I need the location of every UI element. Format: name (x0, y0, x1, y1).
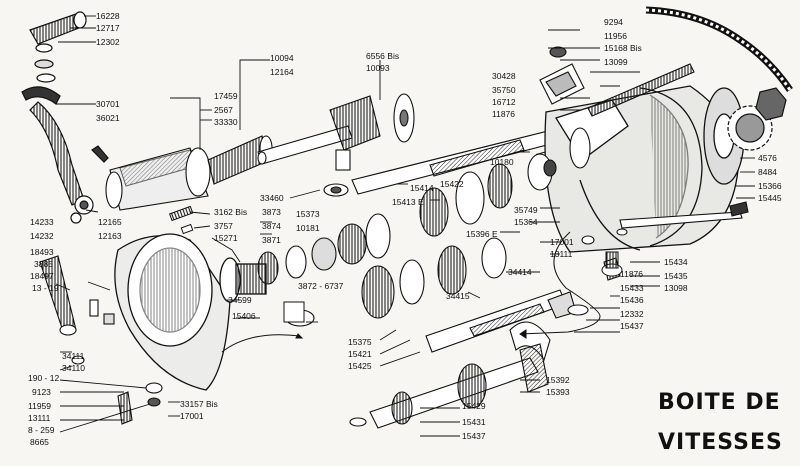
part-label: 15396 E (466, 229, 498, 239)
part-label: 15392 (546, 375, 570, 385)
part-label: 35750 (492, 85, 516, 95)
part-label: 12163 (98, 231, 122, 241)
part-label: 13111 (28, 413, 51, 423)
part-label: 10181 (296, 223, 320, 233)
part-label: 8665 (30, 437, 49, 447)
part-label: 3757 (214, 221, 233, 231)
part-label: 13 - 19 (32, 283, 59, 293)
part-label: 18497 (30, 271, 54, 281)
part-label: 34599 (228, 295, 252, 305)
part-label: 17001 (180, 411, 204, 421)
part-label: 17459 (214, 91, 238, 101)
part-label: 36021 (96, 113, 120, 123)
part-label: 15364 (514, 217, 538, 227)
part-label: 15271 (214, 233, 238, 243)
part-label: 10180 (490, 157, 514, 167)
part-label: 12164 (270, 67, 294, 77)
part-label: 15425 (348, 361, 372, 371)
gearbox-housing (544, 85, 745, 253)
part-label: 13111 (550, 249, 573, 259)
part-label: 11956 (604, 31, 628, 41)
part-label: 15413 E (392, 197, 424, 207)
kickstart-lever (21, 11, 109, 224)
part-label: 190 - 12 (28, 373, 60, 383)
part-label: 3885 (34, 259, 53, 269)
part-label: 15422 (440, 179, 464, 189)
part-label: 15393 (546, 387, 570, 397)
part-label: 10094 (270, 53, 294, 63)
part-label: 15445 (758, 193, 782, 203)
fasteners (168, 205, 628, 323)
part-label: 4576 (758, 153, 777, 163)
quadrant-gear (329, 93, 415, 171)
part-label: 14232 (30, 231, 54, 241)
part-label: 6556 Bis (366, 51, 400, 61)
part-label: 3872 - 6737 (298, 281, 344, 291)
part-label: 11876 (492, 109, 516, 119)
part-label: 15436 (620, 295, 644, 305)
part-label: 30428 (492, 71, 516, 81)
part-label: 12717 (96, 23, 120, 33)
part-label: 15437 (620, 321, 644, 331)
part-label: 11876 (620, 269, 644, 279)
part-label: 8 - 259 (28, 425, 55, 435)
part-label: 3873 (262, 207, 281, 217)
part-label: 33330 (214, 117, 238, 127)
layshaft-gears (257, 127, 591, 285)
part-label: 15373 (296, 209, 320, 219)
part-label: 30701 (96, 99, 120, 109)
part-label: 15434 (664, 257, 688, 267)
part-label: 15437 (462, 431, 486, 441)
part-label: 35749 (514, 205, 538, 215)
part-label: 3871 (262, 235, 281, 245)
part-label: 34111 (62, 351, 85, 361)
part-label: 15366 (758, 181, 782, 191)
diagram-title-line-2: VITESSES (658, 430, 783, 455)
part-label: 15433 (620, 283, 644, 293)
part-label: 3162 Bis (214, 207, 248, 217)
end-cover (114, 233, 267, 391)
leader-lines (55, 15, 755, 437)
final-drive-sprocket (727, 87, 787, 151)
part-label: 13098 (664, 283, 688, 293)
part-label: 15414 (410, 183, 434, 193)
drive-chain (645, 6, 793, 92)
part-label: 3874 (262, 221, 281, 231)
part-label: 15168 Bis (604, 43, 642, 53)
part-label: 15421 (348, 349, 372, 359)
part-label: 16228 (96, 11, 120, 21)
part-label: 13099 (604, 57, 628, 67)
part-label: 15375 (348, 337, 372, 347)
part-label: 18493 (30, 247, 54, 257)
part-label: 15435 (664, 271, 688, 281)
part-label: 9294 (604, 17, 623, 27)
part-label: 34415 (446, 291, 470, 301)
kickstart-spring (105, 125, 353, 211)
part-label: 17001 (550, 237, 574, 247)
part-label: 12165 (98, 217, 122, 227)
part-label: 11959 (28, 401, 52, 411)
part-label: 10093 (366, 63, 390, 73)
part-label: 8484 (758, 167, 777, 177)
assembly-arrows (221, 231, 601, 353)
part-label: 12302 (96, 37, 120, 47)
part-label: 34414 (508, 267, 532, 277)
selector-lever (39, 255, 163, 425)
part-label: 14233 (30, 217, 54, 227)
part-label: 12332 (620, 309, 644, 319)
part-label: 15429 (462, 401, 486, 411)
diagram-title-line-1: BOITE DE (658, 390, 781, 415)
part-label: 15431 (462, 417, 486, 427)
part-label: 16712 (492, 97, 516, 107)
part-label: 34110 (62, 363, 86, 373)
part-label: 9123 (32, 387, 51, 397)
part-label: 2567 (214, 105, 233, 115)
top-cover (539, 46, 749, 229)
part-label: 33157 Bis (180, 399, 218, 409)
part-label: 15406 (232, 311, 256, 321)
part-label: 33460 (260, 193, 284, 203)
